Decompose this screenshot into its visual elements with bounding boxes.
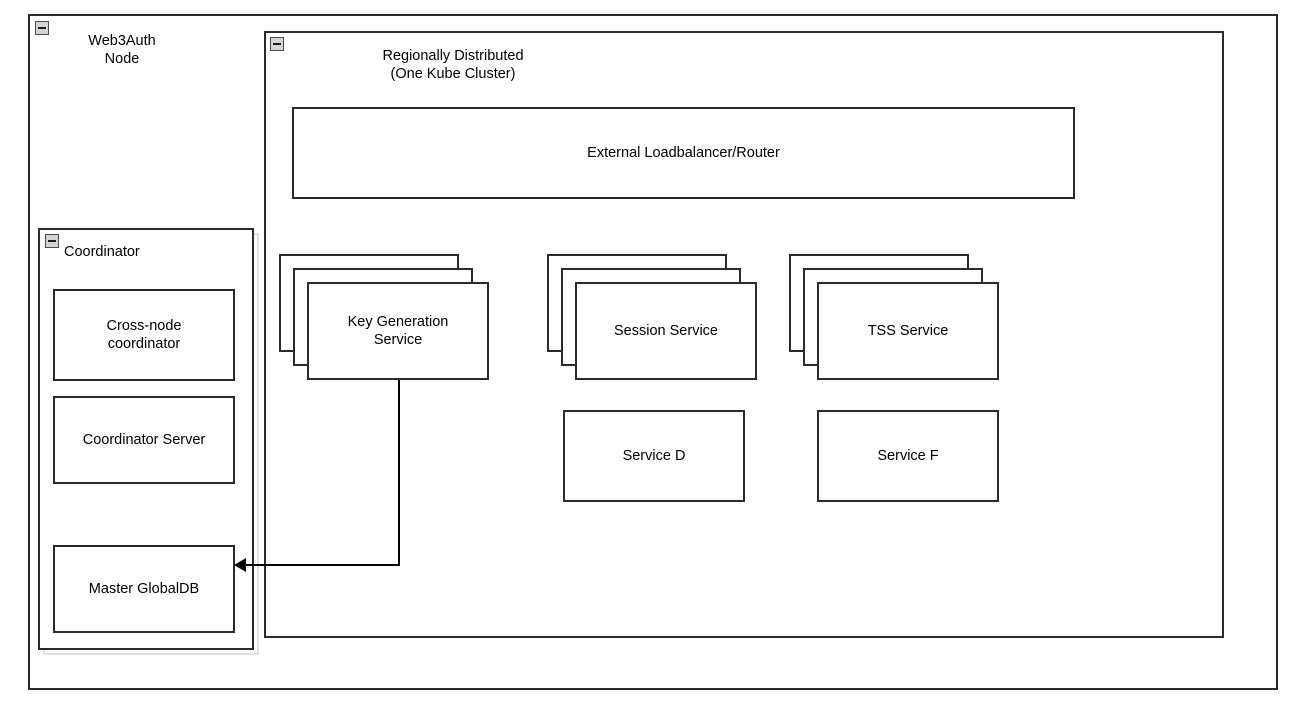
node-coordinator-server-label: Coordinator Server [82, 432, 206, 448]
node-service-d-label: Service D [622, 448, 686, 464]
collapse-minus-icon-coordinator[interactable] [45, 234, 59, 248]
node-key-generation-service[interactable]: Key Generation Service [307, 282, 489, 380]
node-tss-service-label: TSS Service [867, 323, 949, 339]
connector-segment-horizontal [245, 564, 400, 566]
collapse-minus-icon-kube-cluster[interactable] [270, 37, 284, 51]
collapse-minus-icon-web3auth[interactable] [35, 21, 49, 35]
node-external-loadbalancer[interactable]: External Loadbalancer/Router [292, 107, 1075, 199]
node-coordinator-server[interactable]: Coordinator Server [53, 396, 235, 484]
node-cross-node-coordinator-label: Cross-node coordinator [106, 318, 182, 352]
node-master-globaldb[interactable]: Master GlobalDB [53, 545, 235, 633]
node-external-loadbalancer-label: External Loadbalancer/Router [587, 145, 780, 161]
node-key-generation-service-label: Key Generation Service [347, 314, 449, 348]
node-session-service-label: Session Service [614, 323, 718, 339]
node-tss-service[interactable]: TSS Service [817, 282, 999, 380]
node-session-service[interactable]: Session Service [575, 282, 757, 380]
connector-arrow-left-filled [234, 558, 246, 572]
node-service-d[interactable]: Service D [563, 410, 745, 502]
connector-segment-vertical [398, 380, 400, 566]
node-service-f[interactable]: Service F [817, 410, 999, 502]
node-master-globaldb-label: Master GlobalDB [88, 581, 200, 597]
node-cross-node-coordinator[interactable]: Cross-node coordinator [53, 289, 235, 381]
node-service-f-label: Service F [877, 448, 939, 464]
